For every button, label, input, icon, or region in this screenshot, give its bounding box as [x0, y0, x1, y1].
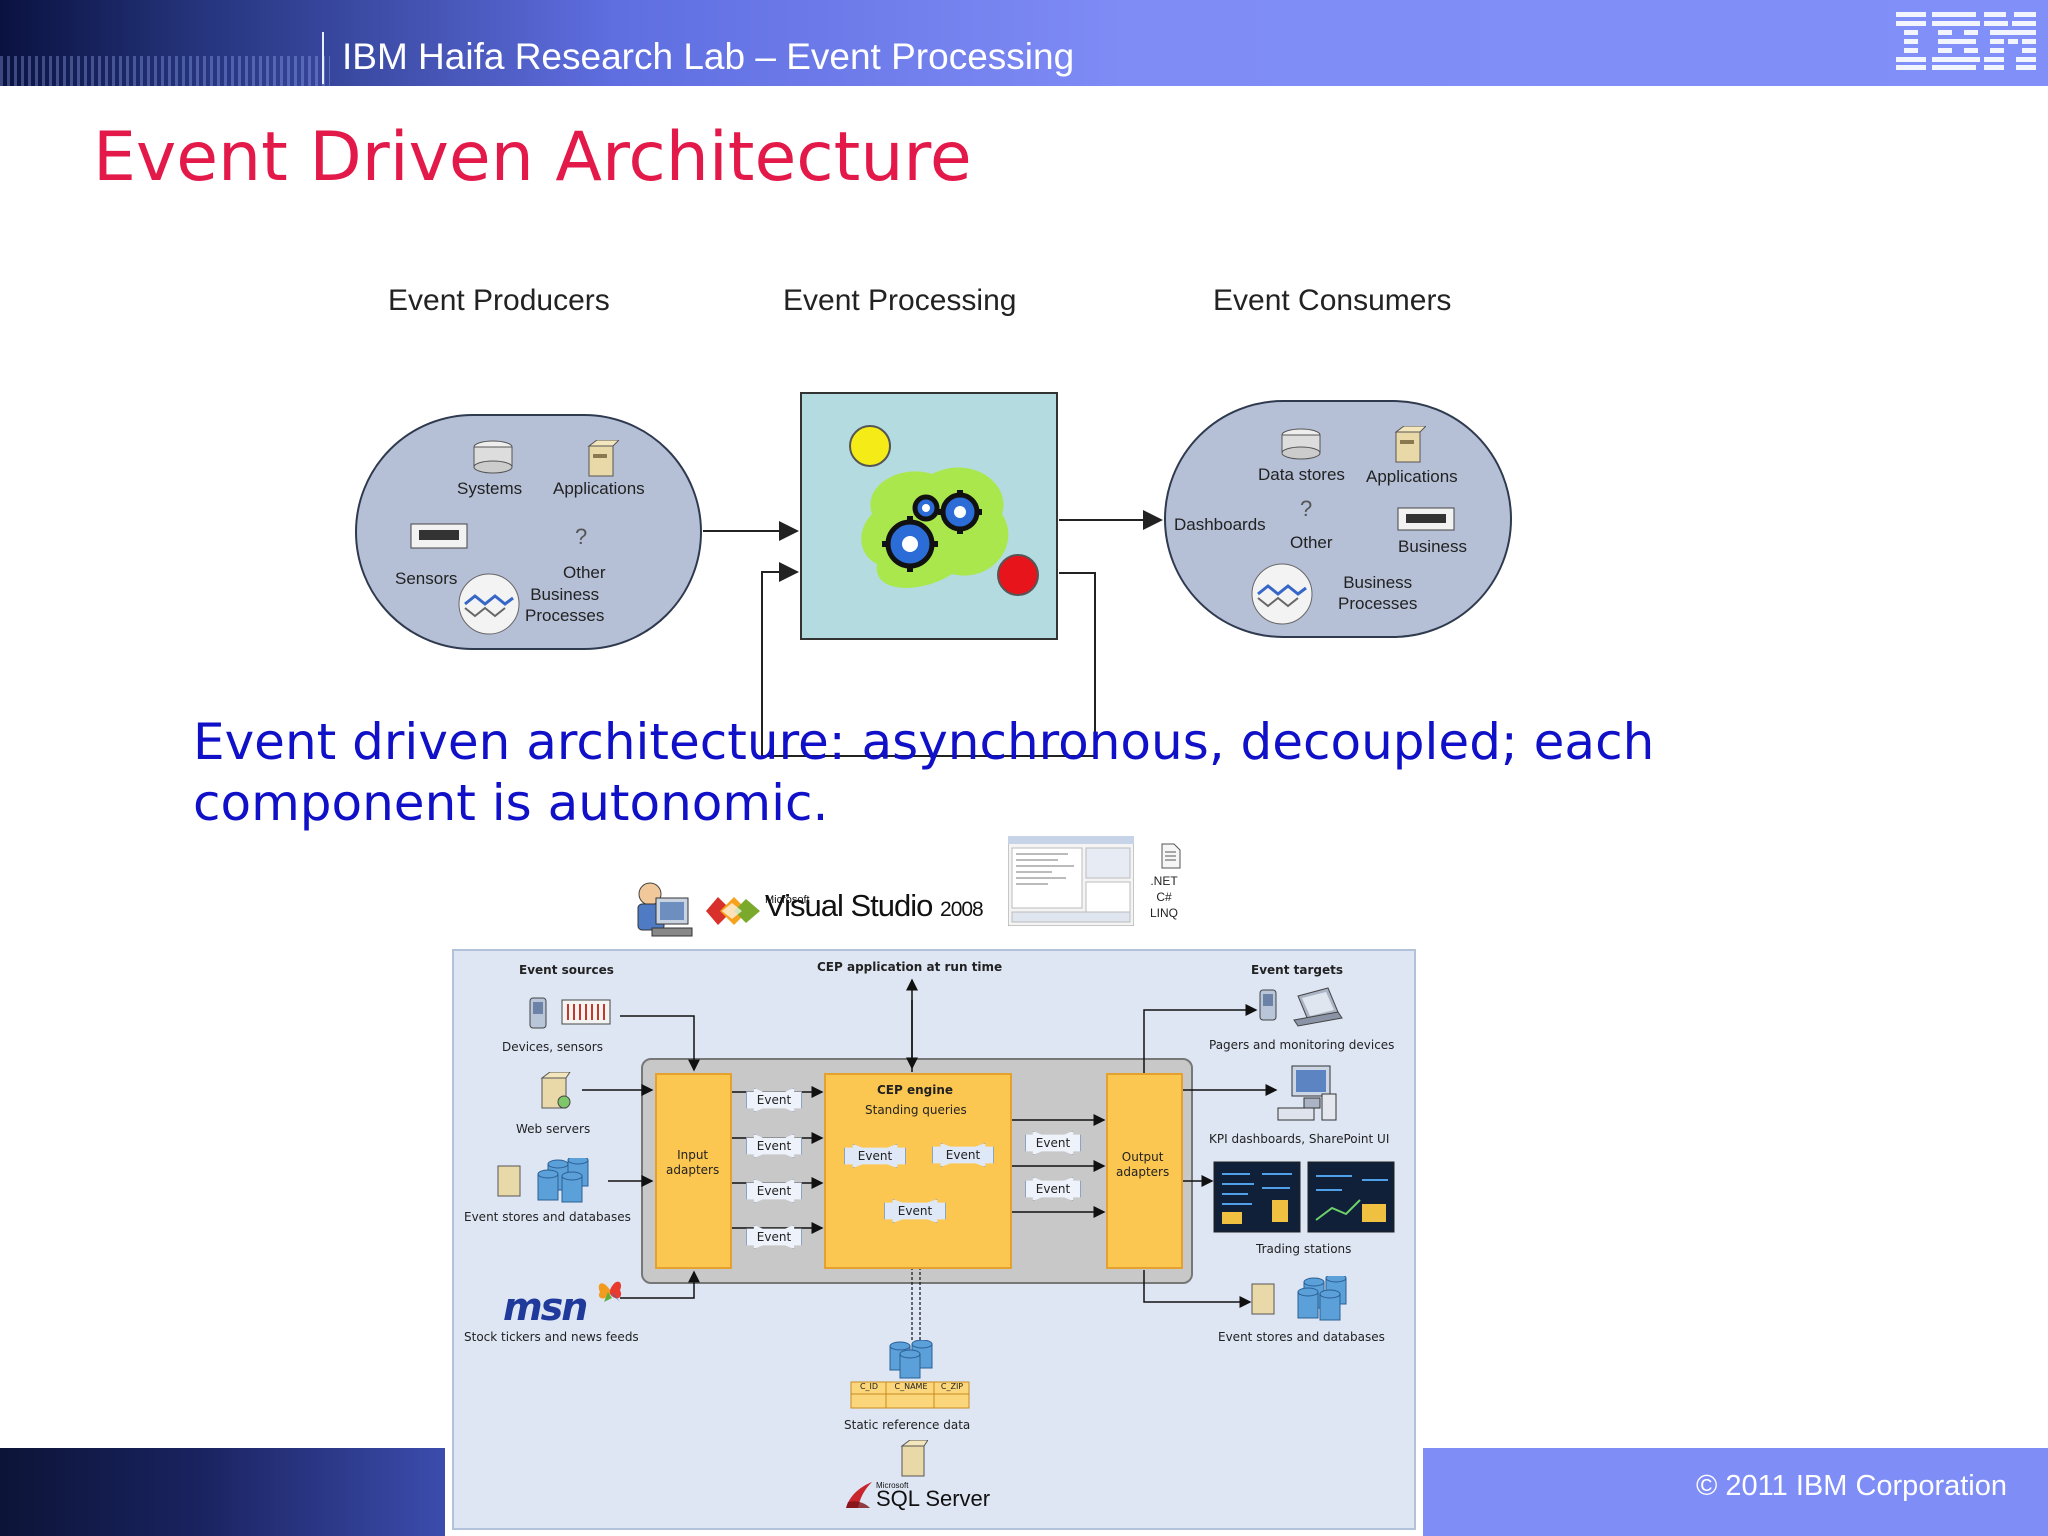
other-question-icon: ?	[1300, 496, 1313, 521]
kpi-dashboard-computer-icon	[1277, 1065, 1337, 1121]
consumer-business-label: Business	[1398, 537, 1467, 556]
devices-sensors-icon	[529, 997, 611, 1029]
source-devices-label: Devices, sensors	[502, 1040, 603, 1054]
event-sources-title: Event sources	[519, 963, 614, 977]
producer-applications-label: Applications	[553, 479, 645, 498]
input-adapters-block	[655, 1073, 732, 1269]
runtime-title: CEP application at run time	[817, 960, 1003, 974]
producer-sensors-label: Sensors	[395, 569, 458, 588]
copyright-text: © 2011 IBM Corporation	[1696, 1470, 2007, 1502]
source-stock-tickers-label: Stock tickers and news feeds	[464, 1330, 639, 1344]
consumer-business-processes-label: Business Processes	[1338, 573, 1418, 613]
body-text: Event driven architecture: asynchronous,…	[193, 713, 1655, 832]
dotnet-languages-label: .NET C# LINQ	[1150, 874, 1179, 920]
static-reference-data-label: Static reference data	[844, 1418, 971, 1432]
consumer-dashboards-label: Dashboards	[1174, 515, 1266, 534]
target-event-stores-label: Event stores and databases	[1218, 1330, 1385, 1344]
cep-engine-subtitle: Standing queries	[865, 1103, 967, 1117]
event-stores-databases-icon	[1251, 1276, 1347, 1321]
trading-stations-icon	[1213, 1161, 1395, 1233]
document-icon	[1161, 843, 1181, 869]
producers-heading: Event Producers	[388, 284, 610, 317]
ide-screenshot-thumbnail	[1008, 836, 1134, 926]
target-kpi-dashboards-label: KPI dashboards, SharePoint UI	[1209, 1132, 1390, 1146]
reference-table	[850, 1381, 970, 1409]
sql-server-machine-icon	[900, 1440, 928, 1477]
cep-engine-block	[824, 1073, 1012, 1269]
msn-butterfly-icon	[598, 1281, 622, 1302]
input-adapters-label: Input adapters	[666, 1148, 720, 1177]
sql-microsoft-label: Microsoft	[876, 1481, 909, 1490]
event-targets-title: Event targets	[1251, 963, 1343, 977]
event-processing-block	[800, 392, 1058, 640]
consumer-data-stores-label: Data stores	[1258, 465, 1345, 484]
output-adapters-block	[1106, 1073, 1183, 1269]
visual-studio-year: 2008	[940, 898, 984, 921]
ibm-logo-icon	[1896, 12, 2036, 70]
visual-studio-name: Visual Studio	[765, 888, 933, 923]
footer-band-right	[1423, 1448, 2048, 1536]
header-band: IBM Haifa Research Lab – Event Processin…	[0, 0, 2048, 86]
table-col-id: C_ID	[859, 1382, 879, 1391]
business-process-icon	[458, 573, 520, 635]
event-token: Event	[746, 1088, 802, 1112]
output-adapters-label: Output adapters	[1116, 1150, 1170, 1179]
applications-icon	[587, 440, 619, 477]
consumer-applications-label: Applications	[1366, 467, 1458, 486]
sql-server-label: SQL Server	[876, 1486, 991, 1511]
event-token: Event	[844, 1144, 906, 1168]
target-trading-stations-label: Trading stations	[1256, 1242, 1352, 1256]
header-title: IBM Haifa Research Lab – Event Processin…	[342, 36, 1075, 77]
page-title: Event Driven Architecture	[93, 118, 972, 197]
producer-other-label: Other	[563, 563, 606, 582]
processing-gears-icon	[849, 425, 1039, 596]
target-pagers-label: Pagers and monitoring devices	[1209, 1038, 1395, 1052]
msn-logo: msn	[503, 1285, 588, 1329]
visual-studio-logo-icon	[706, 897, 760, 925]
processing-heading: Event Processing	[783, 284, 1017, 317]
reference-database-icon	[889, 1340, 933, 1379]
business-process-icon	[1251, 563, 1313, 625]
event-producers-group: Systems Applications Sensors ? Other Bus…	[355, 414, 702, 650]
applications-icon	[1394, 426, 1426, 463]
source-web-servers-label: Web servers	[516, 1122, 591, 1136]
header-divider	[322, 32, 324, 84]
visual-studio-microsoft-label: Microsoft	[765, 894, 810, 906]
event-token: Event	[884, 1199, 946, 1223]
web-server-icon	[540, 1072, 571, 1109]
source-event-stores-label: Event stores and databases	[464, 1210, 631, 1224]
data-stores-icon	[1281, 428, 1321, 460]
event-stores-databases-icon	[497, 1158, 589, 1203]
event-consumers-group: Data stores Applications Dashboards ? Ot…	[1164, 400, 1512, 638]
footer-decoration-left	[0, 1448, 445, 1536]
cep-engine-title: CEP engine	[877, 1083, 954, 1097]
producer-business-processes-label: Business Processes	[525, 585, 605, 625]
business-icon	[1397, 507, 1455, 531]
pagers-monitoring-icon	[1259, 987, 1343, 1027]
computer-user-icon	[637, 882, 693, 937]
table-col-zip: C_ZIP	[940, 1382, 964, 1391]
sql-server-logo-icon	[846, 1482, 872, 1508]
sensors-icon	[410, 523, 468, 549]
table-col-name: C_NAME	[894, 1382, 928, 1391]
consumers-heading: Event Consumers	[1213, 284, 1452, 317]
visual-studio-label: Visual Studio 2008	[765, 888, 984, 924]
other-question-icon: ?	[575, 524, 588, 549]
header-decoration	[0, 56, 330, 86]
consumer-other-label: Other	[1290, 533, 1333, 552]
producer-systems-label: Systems	[457, 479, 523, 498]
systems-icon	[473, 440, 513, 474]
